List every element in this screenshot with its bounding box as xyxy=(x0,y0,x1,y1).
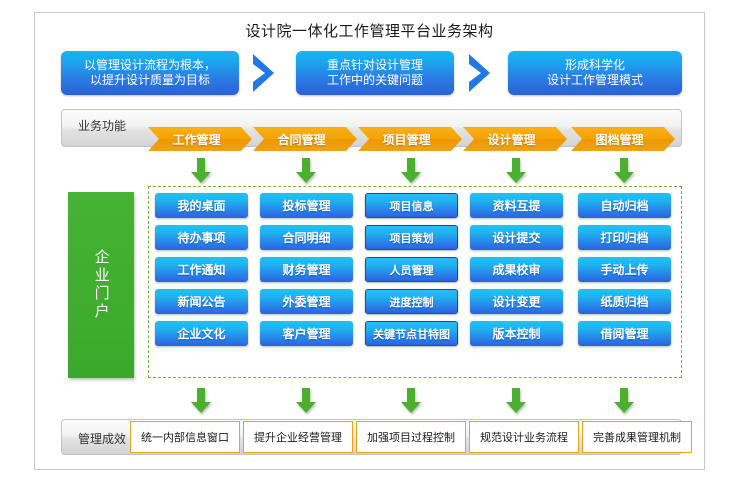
arrow-down-icon xyxy=(400,158,422,184)
business-function-chevron-4[interactable]: 图档管理 xyxy=(571,127,675,151)
business-function-chevron-label: 工作管理 xyxy=(172,132,221,147)
module-tile[interactable]: 外委管理 xyxy=(260,289,353,314)
arrow-down-icon xyxy=(400,388,422,414)
management-effect-item[interactable]: 加强项目过程控制 xyxy=(356,421,466,453)
strategy-goal-2-line2: 设计工作管理模式 xyxy=(546,73,643,87)
module-tile[interactable]: 人员管理 xyxy=(365,257,458,282)
business-function-chevron-0[interactable]: 工作管理 xyxy=(148,127,252,151)
business-function-chevron-label: 图档管理 xyxy=(595,132,644,147)
module-column-4: 自动归档打印归档手动上传纸质归档借阅管理 xyxy=(578,193,671,353)
module-tile[interactable]: 项目策划 xyxy=(365,225,458,250)
strategy-goal-0[interactable]: 以管理设计流程为根本， 以提升设计质量为目标 xyxy=(61,51,239,95)
business-function-chevron-1[interactable]: 合同管理 xyxy=(253,127,357,151)
module-tile[interactable]: 我的桌面 xyxy=(155,193,248,218)
strategy-goal-2[interactable]: 形成科学化 设计工作管理模式 xyxy=(508,51,682,95)
management-effect-item[interactable]: 完善成果管理机制 xyxy=(582,421,692,453)
business-function-chevron-2[interactable]: 项目管理 xyxy=(358,127,462,151)
module-tile[interactable]: 版本控制 xyxy=(470,321,563,346)
module-tile[interactable]: 客户管理 xyxy=(260,321,353,346)
module-tile[interactable]: 借阅管理 xyxy=(578,321,671,346)
module-tile[interactable]: 打印归档 xyxy=(578,225,671,250)
arrow-down-icon xyxy=(613,158,635,184)
arrow-down-icon xyxy=(613,388,635,414)
arrow-down-icon xyxy=(295,388,317,414)
business-function-chevron-row: 工作管理 合同管理 项目管理 设计管理 图档管理 xyxy=(148,127,688,151)
strategy-goal-0-line2: 以提升设计质量为目标 xyxy=(89,73,210,87)
business-function-chevron-label: 项目管理 xyxy=(382,132,431,147)
module-tile[interactable]: 企业文化 xyxy=(155,321,248,346)
module-tile[interactable]: 工作通知 xyxy=(155,257,248,282)
strategy-goal-1-line1: 重点针对设计管理 xyxy=(326,58,423,72)
management-effect-item[interactable]: 规范设计业务流程 xyxy=(469,421,579,453)
management-effect-label: 管理成效 xyxy=(78,432,127,446)
module-tile[interactable]: 设计变更 xyxy=(470,289,563,314)
arrow-down-icon xyxy=(190,388,212,414)
chevron-right-icon xyxy=(466,52,494,94)
business-function-chevron-3[interactable]: 设计管理 xyxy=(463,127,567,151)
module-tile[interactable]: 关键节点甘特图 xyxy=(365,321,458,346)
module-tile[interactable]: 投标管理 xyxy=(260,193,353,218)
strategy-goal-0-line1: 以管理设计流程为根本， xyxy=(83,58,216,72)
page-title: 设计院一体化工作管理平台业务架构 xyxy=(245,22,494,40)
module-column-3: 资料互提设计提交成果校审设计变更版本控制 xyxy=(470,193,563,353)
module-tile[interactable]: 合同明细 xyxy=(260,225,353,250)
module-tile[interactable]: 纸质归档 xyxy=(578,289,671,314)
module-column-1: 投标管理合同明细财务管理外委管理客户管理 xyxy=(260,193,353,353)
enterprise-portal-label: 企业门户 xyxy=(92,249,111,321)
strategy-goal-1[interactable]: 重点针对设计管理 工作中的关键问题 xyxy=(296,51,454,95)
strategy-goal-2-line1: 形成科学化 xyxy=(564,58,625,72)
module-tile[interactable]: 手动上传 xyxy=(578,257,671,282)
module-column-2: 项目信息项目策划人员管理进度控制关键节点甘特图 xyxy=(365,193,458,353)
module-tile[interactable]: 新闻公告 xyxy=(155,289,248,314)
management-effect-item[interactable]: 统一内部信息窗口 xyxy=(130,421,240,453)
business-function-chevron-label: 合同管理 xyxy=(277,132,326,147)
arrow-down-icon xyxy=(505,158,527,184)
strategy-goal-1-line2: 工作中的关键问题 xyxy=(326,73,423,87)
module-column-0: 我的桌面待办事项工作通知新闻公告企业文化 xyxy=(155,193,248,353)
chevron-right-icon xyxy=(250,52,278,94)
arrow-down-icon xyxy=(505,388,527,414)
business-function-label: 业务功能 xyxy=(78,119,127,133)
module-tile[interactable]: 自动归档 xyxy=(578,193,671,218)
arrow-down-icon xyxy=(190,158,212,184)
enterprise-portal-panel[interactable]: 企业门户 xyxy=(68,192,134,378)
module-tile[interactable]: 资料互提 xyxy=(470,193,563,218)
module-grid-container xyxy=(148,186,682,378)
module-tile[interactable]: 设计提交 xyxy=(470,225,563,250)
module-tile[interactable]: 项目信息 xyxy=(365,193,458,218)
module-tile[interactable]: 成果校审 xyxy=(470,257,563,282)
business-function-chevron-label: 设计管理 xyxy=(487,132,536,147)
module-tile[interactable]: 进度控制 xyxy=(365,289,458,314)
module-tile[interactable]: 待办事项 xyxy=(155,225,248,250)
arrow-down-icon xyxy=(295,158,317,184)
module-tile[interactable]: 财务管理 xyxy=(260,257,353,282)
management-effect-item[interactable]: 提升企业经营管理 xyxy=(243,421,353,453)
